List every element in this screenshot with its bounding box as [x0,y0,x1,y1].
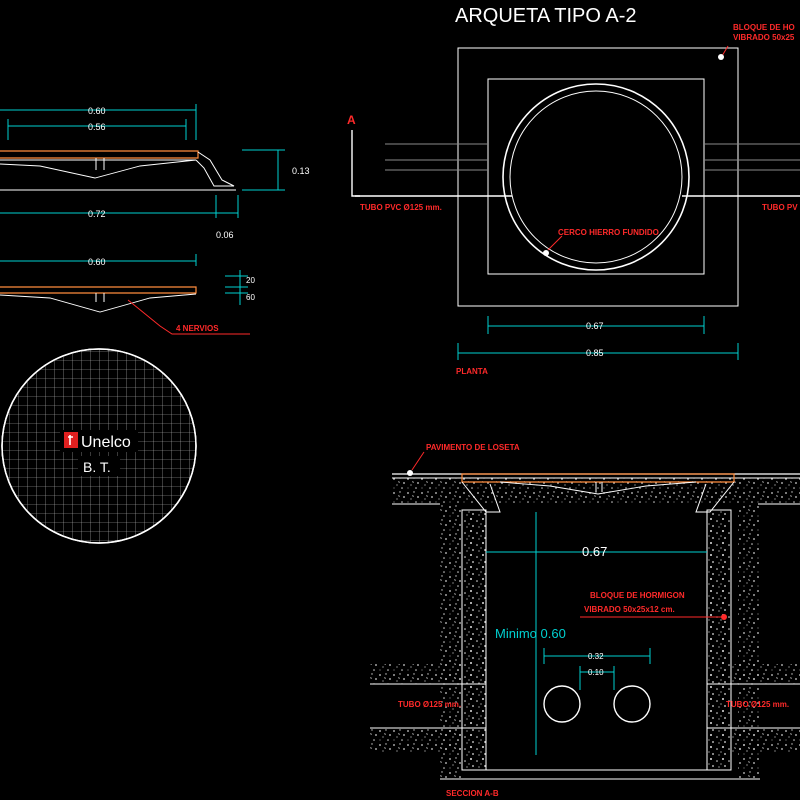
lid-dim-top: 0.60 [88,106,106,116]
drawing-title: ARQUETA TIPO A-2 [455,5,637,27]
pipe-right-icon [613,685,651,723]
section-min-depth: Minimo 0.60 [495,626,566,641]
pipe-left-icon [543,685,581,723]
lid-detail: 0.60 0.56 0.13 0.72 0.06 0.60 [0,104,310,335]
plan-dim-outer: 0.85 [586,348,604,358]
lid-dim-base: 0.72 [88,209,106,219]
section-block-label-1: BLOQUE DE HORMIGON [590,591,685,600]
plan-dim-inner: 0.67 [586,321,604,331]
ribs-label: 4 NERVIOS [176,324,219,333]
section-dim-gap: 0.10 [588,668,604,677]
plan-view: A BLOQUE DE HO VIBRADO 50x25 TUBO PVC Ø1… [347,23,800,376]
lid-dim-inner: 0.56 [88,122,106,132]
unelco-logo-icon [64,432,78,448]
plan-pipe-right: TUBO PV [762,203,798,212]
plan-block-label-1: BLOQUE DE HO [733,23,795,32]
section-dim-width: 0.67 [582,544,607,559]
section-label: SECCION A-B [446,789,499,798]
cover-text: B. T. [83,459,111,475]
plan-label: PLANTA [456,367,488,376]
lid-dim-cover: 0.60 [88,257,106,267]
plan-pipe-left: TUBO PVC Ø125 mm. [360,203,442,212]
lid-dim-height: 0.13 [292,166,310,176]
section-dim-pipes: 0.32 [588,652,604,661]
plan-block-label-2: VIBRADO 50x25 [733,33,795,42]
brand-box [60,430,138,452]
plan-frame-label: CERCO HIERRO FUNDIDO [558,228,659,237]
lid-dim-small-a: 20 [246,276,255,285]
section-block-label-2: VIBRADO 50x25x12 cm. [584,605,675,614]
lid-dim-lip: 0.06 [216,230,234,240]
section-mark: A [347,113,356,127]
section-paving-label: PAVIMENTO DE LOSETA [426,443,520,452]
cover-plan: Unelco B. T. [1,348,197,544]
section-view: 0.67 Minimo 0.60 0.32 0.10 PAVIMENTO DE … [370,443,800,798]
cover-brand: Unelco [81,434,131,451]
section-pipe-left: TUBO Ø125 mm. [398,700,461,709]
section-pipe-right: TUBO Ø125 mm. [726,700,789,709]
lid-dim-small-b: 60 [246,293,255,302]
